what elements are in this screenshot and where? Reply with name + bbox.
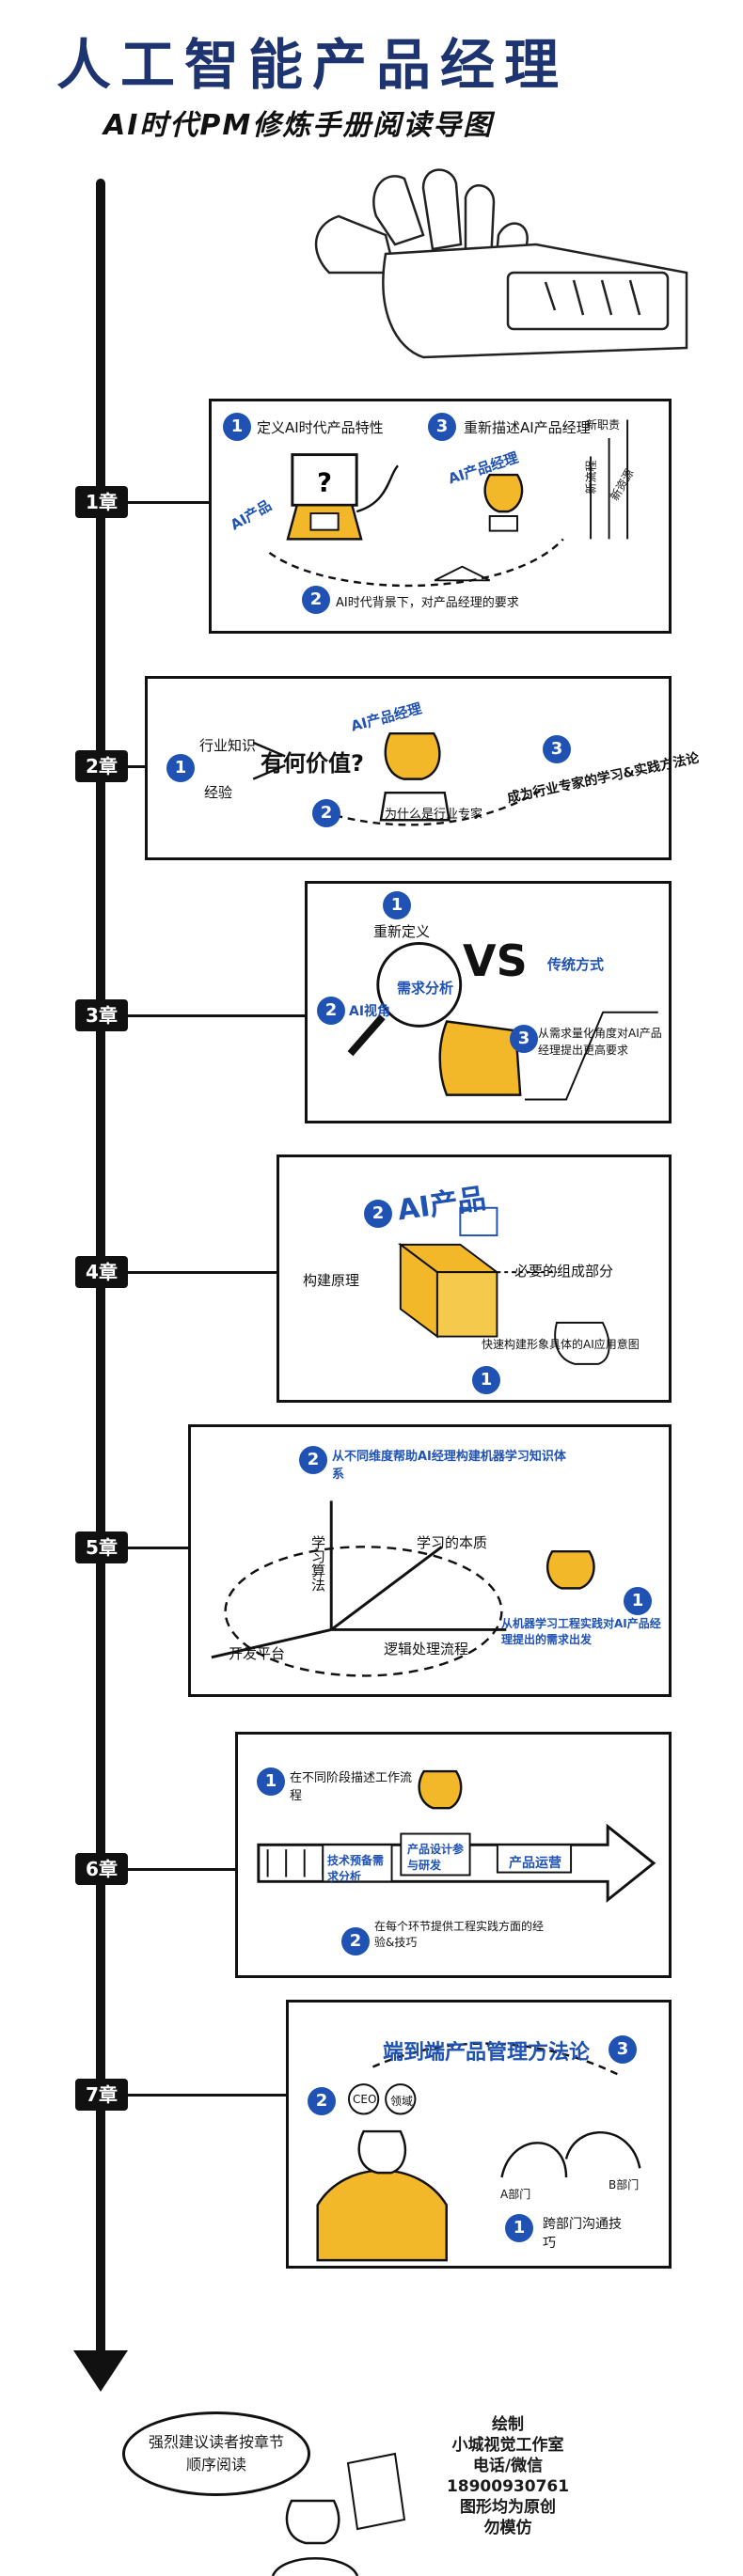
connector-4 — [128, 1271, 278, 1274]
chapter-2-item-why: 为什么是行业专家 — [385, 808, 483, 822]
chapter-5-item-ml-engineering: 从机器学习工程实践对AI产品经理提出的需求出发 — [501, 1617, 661, 1646]
chapter-3-item-vs: VS — [463, 935, 528, 986]
connector-2 — [128, 765, 147, 768]
svg-text:?: ? — [317, 469, 332, 498]
connector-6 — [128, 1868, 237, 1871]
chapter-6-num-1: 1 — [257, 1767, 285, 1796]
chapter-7-num-2: 2 — [308, 2087, 336, 2115]
chapter-6-item-ops: 产品运营 — [509, 1856, 561, 1871]
chapter-1-num-1: 1 — [223, 413, 251, 441]
chapter-3-num-3: 3 — [510, 1025, 538, 1053]
chapter-4-num-1: 1 — [472, 1366, 500, 1394]
chapter-5-item-algo: 学习算法 — [309, 1535, 326, 1592]
chapter-7-item-field: 领域 — [390, 2095, 414, 2108]
credit-line-5: 图形均为原创 — [460, 2498, 556, 2517]
chapter-4-num-2: 2 — [364, 1200, 392, 1228]
chapter-label-5[interactable]: 5章 — [75, 1531, 128, 1563]
chapter-3-num-1: 1 — [383, 891, 411, 919]
chapter-6-item-design: 产品设计参与研发 — [407, 1843, 465, 1872]
chapter-1-item-2: AI时代背景下，对产品经理的要求 — [336, 596, 519, 610]
credit-line-1: 绘制 — [492, 2415, 524, 2434]
chapter-6-num-2: 2 — [341, 1927, 370, 1956]
connector-3 — [128, 1014, 307, 1017]
chapter-2-num-2: 2 — [312, 799, 340, 827]
chapter-2-num-1: 1 — [166, 754, 195, 782]
chapter-1-num-2: 2 — [302, 586, 330, 614]
chapter-6-item-flow: 在不同阶段描述工作流程 — [290, 1771, 413, 1803]
chapter-panel-2[interactable]: 行业知识 经验 1 有何价值? AI产品经理 2 为什么是行业专家 3 成为行业… — [145, 676, 701, 860]
chapter-7-item-e2e: 端到端产品管理方法论 — [383, 2041, 591, 2065]
chapter-label-3[interactable]: 3章 — [75, 999, 128, 1031]
chapter-7-item-cross: 跨部门沟通技巧 — [543, 2217, 622, 2251]
credit-line-6: 勿模仿 — [483, 2519, 532, 2537]
chapter-7-item-dept-b: B部门 — [609, 2178, 640, 2191]
chapter-3-illustration — [347, 942, 658, 1101]
chapter-label-1[interactable]: 1章 — [75, 486, 128, 518]
reader-figure — [271, 2452, 406, 2576]
chapter-3-item-quant: 从需求量化角度对AI产品经理提出更高要求 — [538, 1027, 662, 1057]
page-title: 人工智能产品经理 — [56, 33, 569, 97]
credit-line-3: 电话/微信 — [472, 2457, 544, 2475]
chapter-4-item-components: 必要的组成部分 — [514, 1263, 614, 1280]
chapter-3-item-ai-view: AI视角 — [349, 1004, 391, 1019]
chapter-4-item-principle: 构建原理 — [303, 1272, 360, 1289]
chapter-7-item-dept-a: A部门 — [500, 2188, 531, 2201]
chapter-3-num-2: 2 — [317, 997, 345, 1025]
chapter-6-item-practice: 在每个环节提供工程实践方面的经验&技巧 — [374, 1920, 545, 1949]
chapter-1-item-3: 重新描述AI产品经理 — [464, 419, 591, 436]
chapter-1-art-new-duty: 新职责 — [586, 418, 621, 432]
chapter-7-illustration — [316, 2042, 641, 2262]
chapter-7-num-3: 3 — [609, 2035, 637, 2064]
connector-1 — [128, 501, 211, 504]
chapter-7-item-ceo: CEO — [353, 2093, 377, 2106]
chapter-label-4[interactable]: 4章 — [75, 1256, 128, 1288]
chapter-panel-7[interactable]: 端到端产品管理方法论 3 2 CEO 领域 A部门 B部门 1 跨部门沟通技巧 — [286, 2000, 672, 2269]
chapter-label-6[interactable]: 6章 — [75, 1853, 128, 1885]
chapter-panel-3[interactable]: 1 重新定义 2 AI视角 需求分析 VS 传统方式 3 从需求量化角度对AI产… — [305, 881, 672, 1123]
chapter-3-item-traditional: 传统方式 — [547, 956, 605, 973]
robot-hand-illustration — [314, 168, 688, 359]
chapter-5-item-dimension: 从不同维度帮助AI经理构建机器学习知识体系 — [332, 1450, 566, 1482]
chapter-5-num-1: 1 — [624, 1587, 652, 1615]
chapter-2-num-3: 3 — [543, 735, 571, 763]
chapter-2-item-value: 有何价值? — [261, 750, 364, 777]
chapter-3-item-redefine: 重新定义 — [373, 923, 431, 940]
credit-line-4: 18900930761 — [446, 2477, 570, 2496]
connector-5 — [128, 1547, 190, 1549]
chapter-panel-6[interactable]: 1 在不同阶段描述工作流程 技术预备需求分析 产品设计参与研发 产品运营 2 在… — [235, 1732, 672, 1978]
chapter-1-num-3: 3 — [428, 413, 456, 441]
chapter-label-7[interactable]: 7章 — [75, 2079, 128, 2111]
chapter-1-item-1: 定义AI时代产品特性 — [257, 419, 384, 436]
chapter-4-item-quick: 快速构建形象具体的AI应用意图 — [482, 1338, 640, 1351]
credit-line-2: 小城视觉工作室 — [451, 2436, 564, 2455]
connector-7 — [128, 2094, 288, 2097]
chapter-2-illustration — [252, 731, 546, 826]
chapter-panel-4[interactable]: 2 AI产品 构建原理 必要的组成部分 1 快速构建形象具体的AI应用意图 — [277, 1154, 672, 1403]
chapter-6-item-prep: 技术预备需求分析 — [327, 1854, 385, 1883]
chapter-7-num-1: 1 — [505, 2214, 533, 2242]
chapter-2-item-experience: 经验 — [204, 784, 233, 801]
chapter-5-num-2: 2 — [299, 1446, 327, 1474]
chapter-3-item-analysis: 需求分析 — [397, 980, 454, 997]
reading-advice-bubble: 强烈建议读者按章节顺序阅读 — [122, 2411, 310, 2496]
chapter-5-item-essence: 学习的本质 — [417, 1534, 488, 1551]
chapter-5-item-platform: 开发平台 — [229, 1645, 286, 1662]
chapter-2-item-industry: 行业知识 — [199, 737, 257, 754]
chapter-6-illustration — [257, 1769, 656, 1903]
chapter-4-illustration — [397, 1206, 610, 1365]
page-subtitle: AI时代PM修炼手册阅读导图 — [103, 109, 494, 142]
chapter-1-art-new-flow: 新流程 — [584, 460, 598, 495]
chapter-1-illustration: ? — [268, 419, 629, 588]
chapter-panel-1[interactable]: ? 1 定义AI时代产品特性 3 重新描述AI产品经理 AI产品 AI产品经理 … — [209, 399, 672, 634]
credit-block: 绘制 小城视觉工作室 电话/微信 18900930761 图形均为原创 勿模仿 — [414, 2414, 602, 2538]
chapter-panel-5[interactable]: 2 从不同维度帮助AI经理构建机器学习知识体系 学习算法 学习的本质 开发平台 … — [188, 1424, 672, 1697]
timeline-arrow — [73, 2350, 128, 2392]
chapter-5-item-logic: 逻辑处理流程 — [384, 1641, 469, 1657]
chapter-5-illustration — [211, 1500, 595, 1677]
chapter-label-2[interactable]: 2章 — [75, 750, 128, 782]
